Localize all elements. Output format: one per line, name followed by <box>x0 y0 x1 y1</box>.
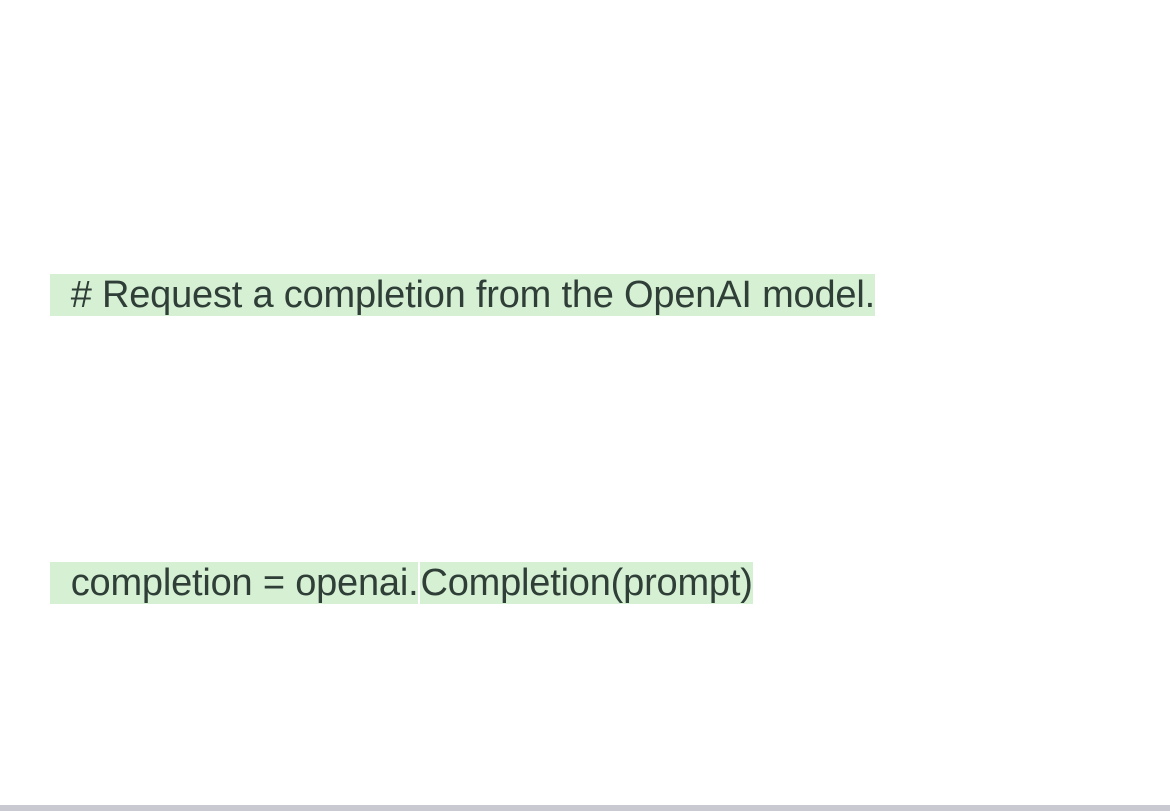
code-line-completion-assign: completion = openai.Completion(prompt) <box>50 547 1140 619</box>
highlight-span-left[interactable]: completion = openai. <box>50 562 419 604</box>
highlight-span-right[interactable]: Completion(prompt) <box>420 562 753 604</box>
horizontal-scrollbar-thumb[interactable] <box>0 805 1170 811</box>
horizontal-scrollbar[interactable] <box>0 805 1170 811</box>
highlight-span[interactable]: # Request a completion from the OpenAI m… <box>50 274 875 316</box>
code-line-comment-request: # Request a completion from the OpenAI m… <box>50 259 1140 331</box>
highlight-seam <box>418 559 421 610</box>
code-block[interactable]: # Request a completion from the OpenAI m… <box>50 43 1140 805</box>
